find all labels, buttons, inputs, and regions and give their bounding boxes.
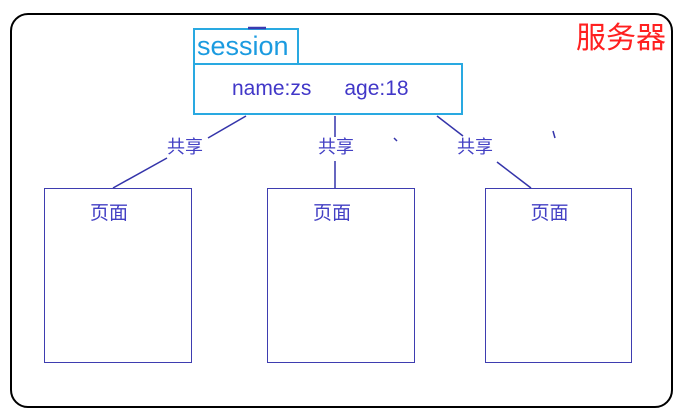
- share-label-middle: 共享: [318, 137, 354, 157]
- page-label: 页面: [530, 203, 569, 224]
- session-attributes-box: name:zs age:18: [193, 63, 463, 115]
- session-attribute-name: name:zs: [232, 77, 312, 100]
- server-boundary-box: [10, 13, 673, 408]
- share-label-left: 共享: [167, 137, 203, 157]
- page-box-right: 页面: [485, 188, 632, 363]
- share-label-right: 共享: [457, 137, 493, 157]
- page-label: 页面: [312, 203, 351, 224]
- page-box-left: 页面: [44, 188, 192, 363]
- page-label: 页面: [89, 203, 128, 224]
- server-label: 服务器: [576, 22, 666, 55]
- page-box-middle: 页面: [267, 188, 415, 363]
- session-attribute-age: age:18: [344, 77, 409, 100]
- session-title-box: session: [193, 28, 299, 63]
- session-title: session: [197, 31, 289, 61]
